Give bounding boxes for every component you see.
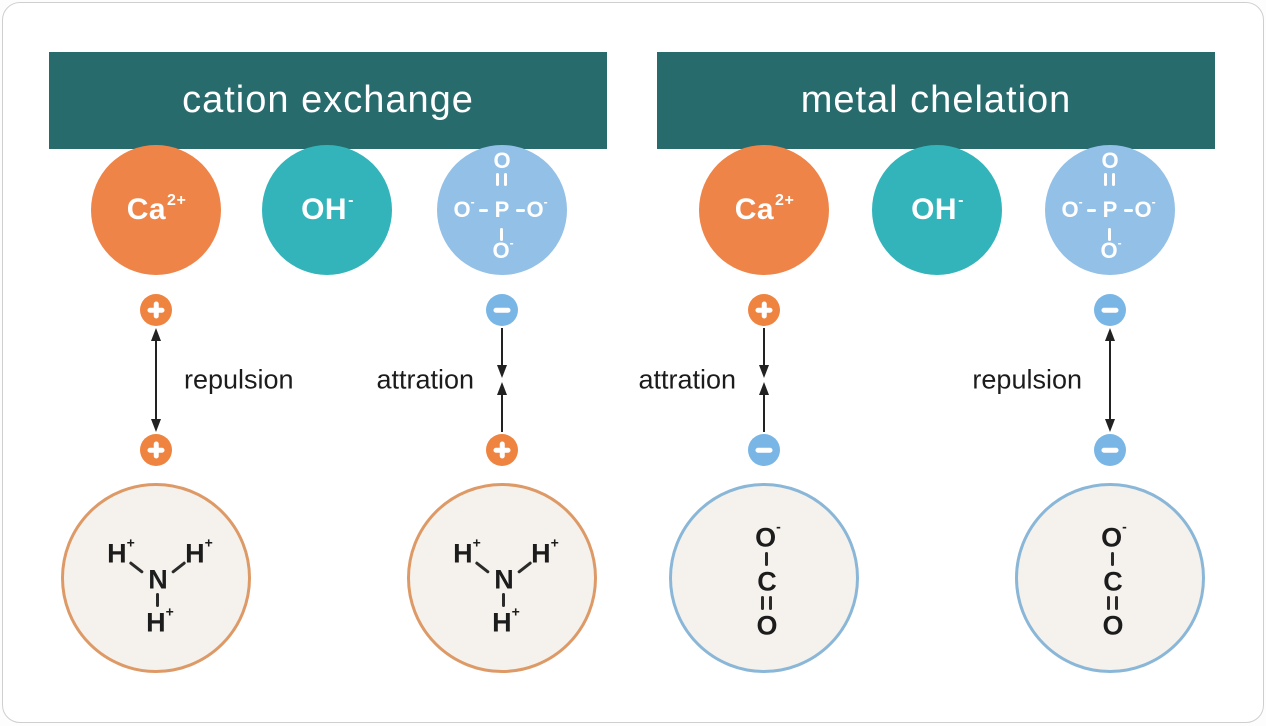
hydroxide-symbol: OH [301, 193, 348, 226]
metal-chelation-header: metal chelation [657, 52, 1215, 149]
phosphate-o-bottom: O- [492, 235, 514, 264]
ammonium-h-bottom: H+ [146, 603, 174, 638]
calcium-ion-circle: Ca2+ [699, 145, 829, 275]
carboxylate-o-top: O- [755, 518, 781, 553]
single-bond [1108, 228, 1111, 241]
charge-badge [1094, 294, 1126, 326]
attraction-arrows-icon [497, 328, 507, 432]
hydroxide-ion-circle: OH- [262, 145, 392, 275]
carboxylate-c: C [1103, 566, 1123, 597]
phosphate-o-right: O- [526, 194, 548, 223]
hydroxide-formula: OH- [911, 192, 964, 227]
attraction-arrows-icon [759, 328, 769, 432]
double-bond [769, 596, 772, 610]
double-bond [1104, 173, 1107, 186]
ammonium-h-topright: H+ [185, 534, 213, 569]
phosphate-ion-circle: O O- P O- O- [437, 145, 567, 275]
double-bond [1115, 596, 1118, 610]
phosphate-o-top: O [1101, 148, 1119, 173]
interaction-attraction: attration [638, 294, 780, 466]
ammonium-h-topleft: H+ [453, 534, 481, 569]
charge-badge [748, 294, 780, 326]
calcium-charge: 2+ [775, 192, 795, 209]
double-bond [1112, 173, 1115, 186]
interaction-label: repulsion [184, 364, 294, 395]
charge-badge [748, 434, 780, 466]
ammonium-n: N [494, 564, 514, 595]
calcium-symbol: Ca [126, 193, 167, 226]
single-bond [1087, 209, 1096, 212]
interaction-repulsion: repulsion [140, 294, 294, 466]
hydroxide-charge: - [958, 192, 964, 209]
phosphate-structure: O O- P O- O- [1045, 145, 1175, 275]
charge-badge [140, 294, 172, 326]
charge-badge [1094, 434, 1126, 466]
hydroxide-ion-circle: OH- [872, 145, 1002, 275]
ammonium-h-bottom: H+ [492, 603, 520, 638]
calcium-charge: 2+ [167, 192, 187, 209]
single-bond [517, 561, 532, 574]
double-bond [1107, 596, 1110, 610]
interaction-label: attration [638, 364, 736, 395]
calcium-symbol: Ca [734, 193, 775, 226]
hydroxide-symbol: OH [911, 193, 958, 226]
hydroxide-formula: OH- [301, 192, 354, 227]
phosphate-structure: O O- P O- O- [437, 145, 567, 275]
single-bond [500, 228, 503, 241]
carboxylate-o-bottom: O [1102, 610, 1124, 641]
carboxylate-molecule-circle: O- C O [1015, 483, 1205, 673]
phosphate-o-left: O- [453, 194, 475, 223]
single-bond [1111, 552, 1114, 566]
carboxylate-c: C [757, 566, 777, 597]
panel-title: metal chelation [800, 79, 1072, 121]
ammonium-n: N [148, 564, 168, 595]
double-bond [504, 173, 507, 186]
repulsion-arrow-icon [1105, 328, 1115, 432]
ammonium-molecule-circle: H+ H+ N H+ [61, 483, 251, 673]
double-bond [496, 173, 499, 186]
carboxylate-o-bottom: O [756, 610, 778, 641]
ammonium-h-topleft: H+ [107, 534, 135, 569]
phosphate-p: P [1102, 197, 1118, 222]
hydroxide-charge: - [348, 192, 354, 209]
phosphate-o-bottom: O- [1100, 235, 1122, 264]
carboxylate-molecule-circle: O- C O [669, 483, 859, 673]
single-bond [156, 593, 159, 607]
double-bond [761, 596, 764, 610]
repulsion-arrow-icon [151, 328, 161, 432]
carboxylate-o-top: O- [1101, 518, 1127, 553]
single-bond [765, 552, 768, 566]
ammonium-molecule-circle: H+ H+ N H+ [407, 483, 597, 673]
interaction-repulsion: repulsion [972, 294, 1126, 466]
calcium-formula: Ca2+ [126, 192, 187, 227]
interaction-label: repulsion [972, 364, 1082, 395]
charge-badge [486, 294, 518, 326]
single-bond [1124, 209, 1133, 212]
interaction-attraction: attration [376, 294, 518, 466]
cation-exchange-header: cation exchange [49, 52, 607, 149]
single-bond [502, 593, 505, 607]
calcium-formula: Ca2+ [734, 192, 795, 227]
phosphate-o-top: O [493, 148, 511, 173]
single-bond [171, 561, 186, 574]
phosphate-o-right: O- [1134, 194, 1156, 223]
single-bond [479, 209, 488, 212]
phosphate-p: P [494, 197, 510, 222]
panel-title: cation exchange [182, 79, 474, 121]
ammonium-h-topright: H+ [531, 534, 559, 569]
phosphate-o-left: O- [1061, 194, 1083, 223]
single-bond [516, 209, 525, 212]
phosphate-ion-circle: O O- P O- O- [1045, 145, 1175, 275]
interaction-label: attration [376, 364, 474, 395]
calcium-ion-circle: Ca2+ [91, 145, 221, 275]
charge-badge [140, 434, 172, 466]
charge-badge [486, 434, 518, 466]
